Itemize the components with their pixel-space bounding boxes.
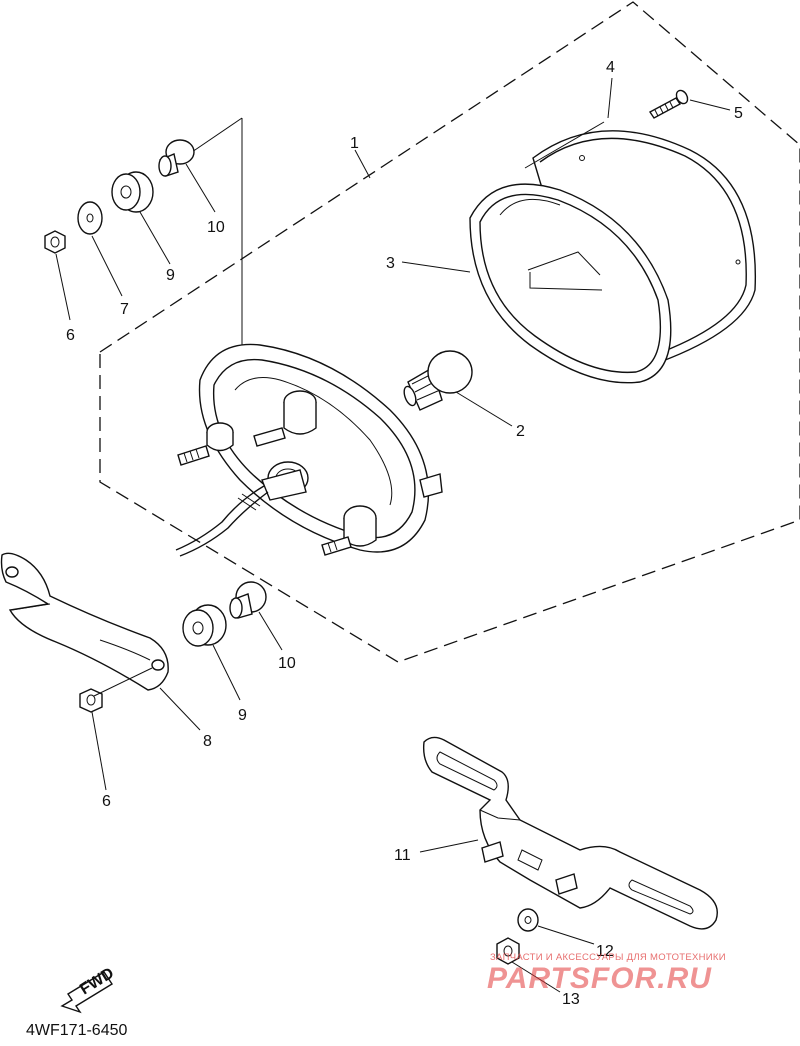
guide-line-top [191,117,243,153]
callout-2: 2 [516,423,525,440]
nut-part-upper [44,230,66,254]
assembly-boundary [99,1,800,663]
washer-part-bracket [517,908,539,932]
bulb-part [403,350,473,411]
leader-lines [55,77,731,993]
nut-part-bracket [496,937,520,965]
screw-part [648,89,689,119]
collar-part-upper [158,139,195,177]
diagram-code: 4WF171-6450 [26,1022,128,1039]
collar-part-lower [229,581,267,619]
watermark-tagline: ЗАПЧАСТИ И АКСЕССУАРЫ ДЛЯ МОТОТЕХНИКИ [490,952,726,963]
callout-1: 1 [350,135,359,152]
callout-7: 7 [120,301,129,318]
callout-3: 3 [386,255,395,272]
callout-8: 8 [203,733,212,750]
grommet-part-upper [111,171,154,213]
callout-10-lower: 10 [278,655,296,672]
forward-arrow-icon: FWD [60,965,117,1014]
callout-9-lower: 9 [238,707,247,724]
washer-part-upper [77,201,103,235]
callout-9-upper: 9 [166,267,175,284]
gasket-part [469,183,672,384]
callout-6-upper: 6 [66,327,75,344]
callout-5: 5 [734,105,743,122]
callout-12: 12 [596,943,614,960]
license-bracket-part [422,736,718,930]
callout-11: 11 [394,847,411,864]
callout-6-lower: 6 [102,793,111,810]
nut-part-lower [79,667,153,713]
callout-13: 13 [562,991,580,1008]
grommet-part-lower [182,604,227,647]
bracket-part [0,552,169,691]
housing-part [175,343,443,557]
callout-4: 4 [606,59,615,76]
watermark-brand: PARTSFOR.RU [487,962,712,995]
callout-10-upper: 10 [207,219,225,236]
